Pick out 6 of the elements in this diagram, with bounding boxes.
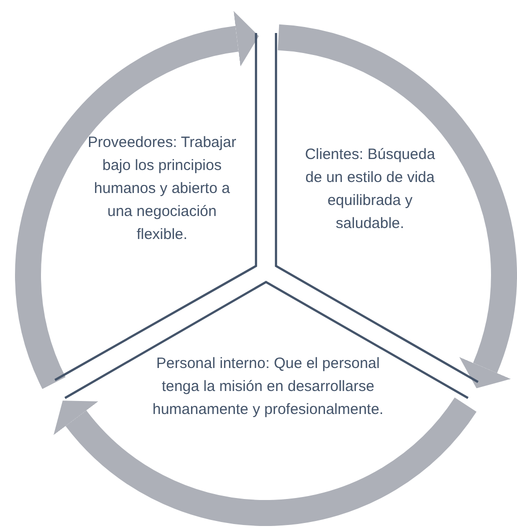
cycle-arrow [54, 396, 476, 526]
cycle-arrow [15, 11, 259, 388]
sector-text: Proveedores: Trabajar bajo los principios humanos y abierto a una negociación flexible. [86, 133, 238, 245]
sector-text: Personal interno: Que el personal tenga la misión en desarrollarse humanamente y profesionalmente. [152, 354, 384, 420]
cycle-arrow [276, 24, 517, 389]
sector-text: Clientes: Búsqueda de un estilo de vida equilibrada y saludable. [304, 145, 436, 234]
